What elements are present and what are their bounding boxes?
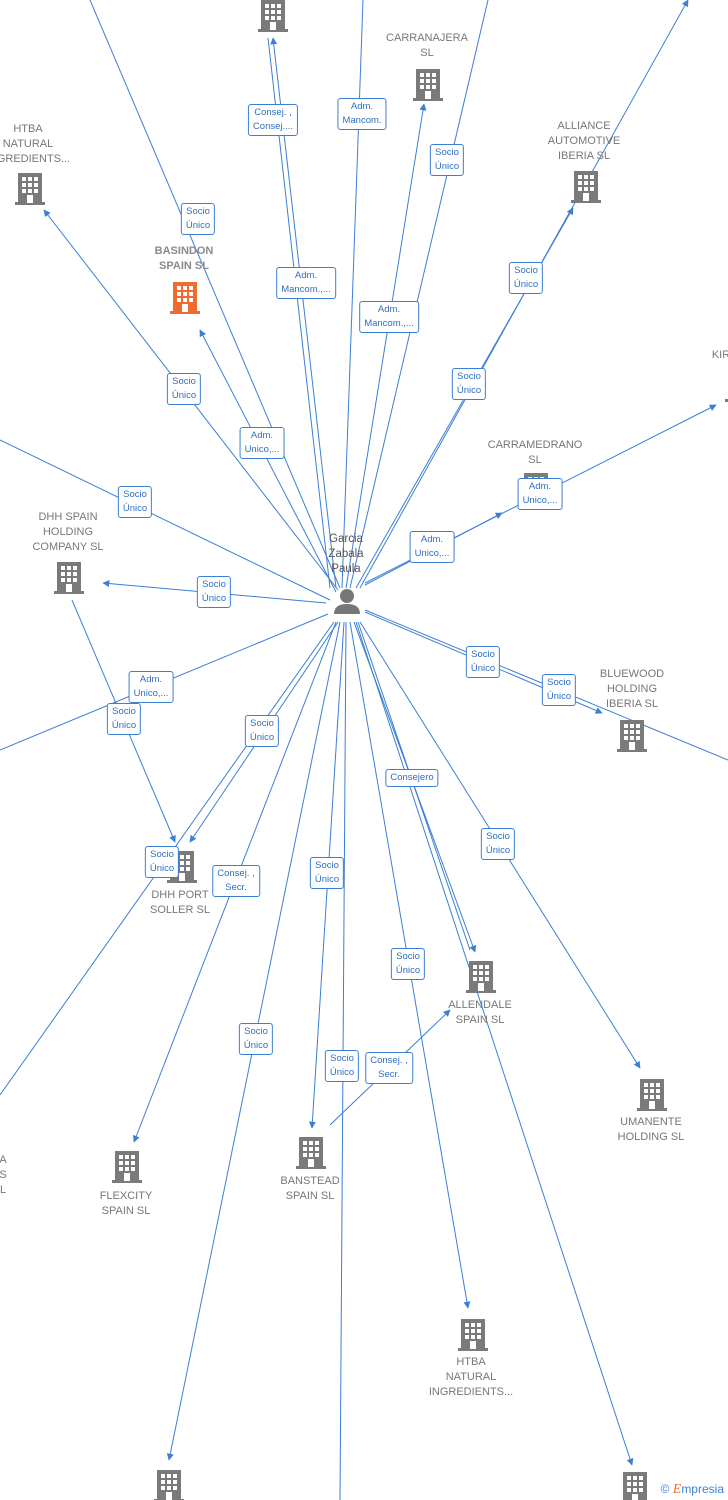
brand-initial: E — [672, 1482, 682, 1497]
person-label[interactable]: Garcia Zabala Paula — [328, 533, 364, 575]
relation-label[interactable]: Socio Único — [309, 857, 345, 889]
relation-label[interactable]: Consejero — [385, 769, 439, 787]
edge-6 — [359, 0, 689, 589]
company-label-bluewood[interactable]: BLUEWOOD HOLDING IBERIA SL — [599, 668, 665, 710]
company-label-carranajera[interactable]: CARRANAJERA SL — [386, 32, 468, 59]
edge-12 — [0, 439, 331, 601]
relation-label[interactable]: Socio Único — [429, 144, 465, 176]
company-label-alliance[interactable]: ALLIANCE AUTOMOTIVE IBERIA SL — [547, 120, 621, 162]
brand-name: mpresia — [681, 1482, 724, 1496]
company-label-allendale[interactable]: ALLENDALE SPAIN SL — [448, 999, 512, 1026]
building-icon — [15, 173, 45, 205]
edge-7 — [89, 0, 341, 589]
company-label-carramedrano[interactable]: CARRAMEDRANO SL — [487, 439, 583, 466]
relation-label[interactable]: Socio Único — [117, 486, 153, 518]
relation-label[interactable]: Socio Único — [144, 846, 180, 878]
person-node[interactable] — [334, 589, 360, 614]
company-label-dhh-port[interactable]: DHH PORT SOLLER SL — [150, 889, 210, 916]
relation-label[interactable]: Socio Único — [451, 368, 487, 400]
company-label-umanente[interactable]: UMANENTE HOLDING SL — [617, 1116, 685, 1143]
relation-label[interactable]: Socio Único — [465, 646, 501, 678]
building-icon — [54, 562, 84, 594]
relation-label[interactable]: Adm. Mancom. — [337, 98, 387, 130]
relation-label[interactable]: Socio Único — [508, 262, 544, 294]
building-icon — [458, 1319, 488, 1351]
company-node-flexcity[interactable] — [112, 1151, 142, 1183]
building-icon — [466, 961, 496, 993]
relation-label[interactable]: Consej. , Secr. — [365, 1052, 413, 1084]
relation-label[interactable]: Consej. , Secr. — [212, 865, 260, 897]
company-node-bluewood[interactable] — [617, 720, 647, 752]
building-icon — [637, 1079, 667, 1111]
company-label-dhh-spain[interactable]: DHH SPAIN HOLDING COMPANY SL — [32, 511, 104, 553]
building-icon — [112, 1151, 142, 1183]
company-node-dhh-spain[interactable] — [54, 562, 84, 594]
relation-label[interactable]: Adm. Unico,... — [409, 531, 455, 563]
building-icon — [296, 1137, 326, 1169]
company-node-allendale[interactable] — [466, 961, 496, 993]
relation-label[interactable]: Socio Único — [196, 576, 232, 608]
relation-label[interactable]: Socio Único — [238, 1023, 274, 1055]
company-node-bottom-left[interactable] — [154, 1470, 184, 1500]
relation-label[interactable]: Socio Único — [541, 674, 577, 706]
edge-28 — [355, 621, 634, 1466]
building-icon — [617, 720, 647, 752]
relation-label[interactable]: Adm. Mancom.,... — [359, 301, 419, 333]
company-label-banstead[interactable]: BANSTEAD SPAIN SL — [280, 1175, 340, 1202]
relation-label[interactable]: Socio Único — [244, 715, 280, 747]
copyright-symbol: © — [660, 1482, 670, 1496]
relation-label[interactable]: Socio Único — [166, 373, 202, 405]
person-icon — [334, 589, 360, 614]
relation-label[interactable]: Socio Único — [480, 828, 516, 860]
company-label-flexcity[interactable]: FLEXCITY SPAIN SL — [99, 1190, 153, 1217]
edge-4 — [349, 0, 489, 589]
company-node-banstead[interactable] — [296, 1137, 326, 1169]
company-label-htba-bottom[interactable]: HTBA NATURAL INGREDIENTS... — [428, 1356, 514, 1398]
company-node-top1[interactable] — [258, 0, 288, 32]
relation-label[interactable]: Socio Único — [106, 703, 142, 735]
company-node-carranajera[interactable] — [413, 69, 443, 101]
building-icon — [154, 1470, 184, 1500]
edge-9 — [199, 329, 337, 593]
relation-label[interactable]: Consej. , Consej.... — [247, 104, 299, 136]
relation-label[interactable]: Adm. Mancom.,... — [276, 267, 336, 299]
company-node-htba-bottom[interactable] — [458, 1319, 488, 1351]
building-icon — [413, 69, 443, 101]
relation-label[interactable]: Adm. Unico,... — [239, 427, 285, 459]
company-node-alliance[interactable] — [571, 171, 601, 203]
building-icon — [170, 282, 200, 314]
building-icon — [620, 1472, 650, 1500]
relation-label[interactable]: Socio Único — [390, 948, 426, 980]
company-label-kir[interactable]: KIR — [711, 349, 728, 361]
company-label-basindon[interactable]: BASINDON SPAIN SL — [154, 245, 214, 272]
company-label-htba-top[interactable]: HTBA NATURAL INGREDIENTS... — [0, 123, 71, 165]
company-node-basindon[interactable] — [170, 282, 200, 314]
relation-label[interactable]: Socio Único — [324, 1050, 360, 1082]
relation-label[interactable]: Socio Único — [180, 203, 216, 235]
company-node-htba-top[interactable] — [15, 173, 45, 205]
company-node-umanente[interactable] — [637, 1079, 667, 1111]
building-icon — [571, 171, 601, 203]
company-node-bottom-right[interactable] — [620, 1472, 650, 1500]
edge-3 — [345, 103, 427, 589]
building-icon — [258, 0, 288, 32]
footer-brand: © Empresia — [661, 1482, 724, 1498]
relation-label[interactable]: Adm. Unico,... — [128, 671, 174, 703]
company-label-left-cut[interactable]: A S L — [0, 1154, 7, 1196]
relation-label[interactable]: Adm. Unico,... — [517, 478, 563, 510]
